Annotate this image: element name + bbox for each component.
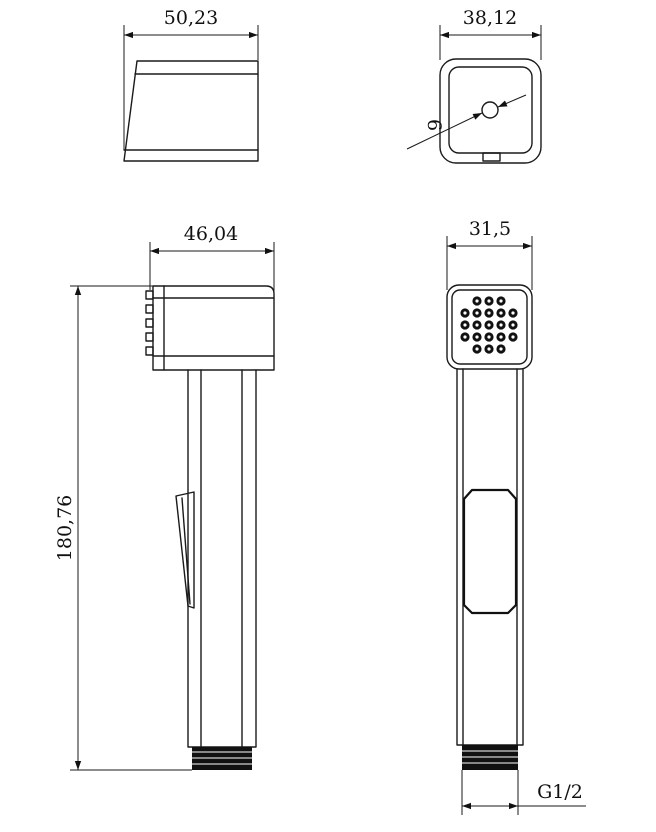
spray-hole-center [463,311,467,315]
nozzle-edge [145,290,154,356]
spray-hole-center [499,323,503,327]
dimension-label-front-view-width: 31,5 [469,218,511,240]
dimension-label-end-view-diameter: 6 [423,119,445,131]
spray-hole-center [475,299,479,303]
dimension-label-end-view-width: 38,12 [463,7,517,29]
spray-hole-center [487,311,491,315]
spray-hole-center [499,335,503,339]
dimension-total-length: 180,76 [54,285,192,771]
spray-hole-center [511,311,515,315]
sprayer-side-view: 46,04 180,76 [54,223,275,771]
dimension-end-view-diameter: 6 [406,94,527,150]
spray-hole-center [463,323,467,327]
dimension-top-view-width: 50,23 [123,7,259,150]
spray-hole-center [475,335,479,339]
spray-hole-center [487,335,491,339]
dimension-label-top-view-width: 50,23 [164,7,218,29]
spray-hole-center [499,347,503,351]
spray-hole-center [487,347,491,351]
dimension-front-view-width: 31,5 [446,218,533,290]
dimension-thread-size: G1/2 [461,770,586,815]
spray-hole-center [475,323,479,327]
dimension-label-side-head-width: 46,04 [184,223,238,245]
dimension-end-view-width: 38,12 [439,7,542,60]
spray-hole-center [475,347,479,351]
spray-hole-center [511,323,515,327]
spray-hole-center [487,299,491,303]
spray-holes [460,296,518,354]
thread-side-view [192,747,252,770]
spray-hole-center [487,323,491,327]
trigger-button [462,488,518,615]
dimension-label-total-length: 180,76 [54,495,76,561]
spray-hole-center [463,335,467,339]
head-top-view: 50,23 [123,7,259,162]
sprayer-front-view: 31,5 G1/2 [446,218,586,815]
thread-front-view [462,745,518,770]
spray-hole-center [475,311,479,315]
dimension-label-thread-size: G1/2 [537,781,583,803]
dimension-side-head-width: 46,04 [149,223,275,294]
head-end-view: 6 38,12 [406,7,542,164]
spray-hole-center [499,311,503,315]
spray-hole-center [499,299,503,303]
spray-hole-center [511,335,515,339]
